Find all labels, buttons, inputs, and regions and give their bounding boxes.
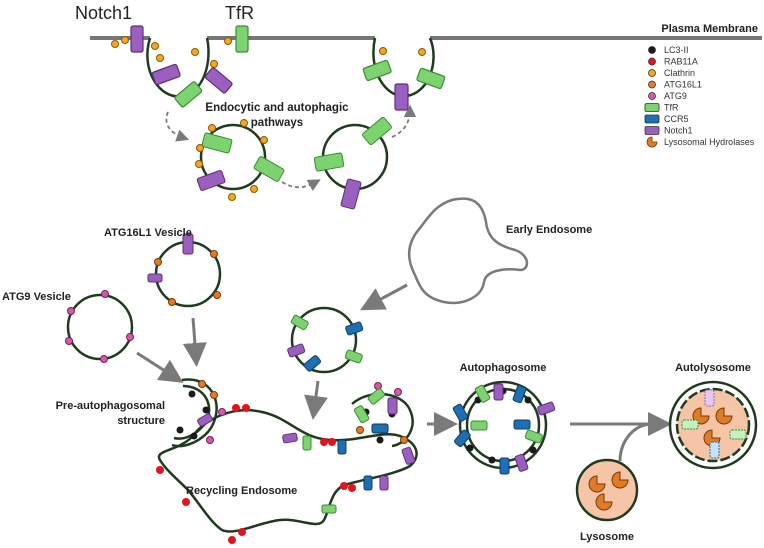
label-pathways: pathways	[251, 117, 303, 129]
legend-label: ATG9	[664, 91, 687, 101]
membrane-proteins	[130, 25, 446, 111]
label-atg9-vesicle: ATG9 Vesicle	[2, 291, 71, 303]
autophagosome	[452, 380, 556, 475]
atg9-vesicle	[65, 290, 134, 363]
endocytic-vesicle-left	[195, 119, 285, 201]
process-arrows	[136, 283, 672, 462]
pre-autophagosomal-structure	[171, 378, 226, 448]
label-recycling-endosome: Recycling Endosome	[186, 485, 297, 497]
legend-swatch-notch1	[644, 126, 660, 135]
label-endocytic: Endocytic and autophagic	[205, 102, 349, 114]
early-endosome	[408, 197, 529, 305]
legend-label: Lysosomal Hydrolases	[664, 137, 755, 147]
lysosome	[575, 458, 639, 522]
recycling-endosome-markers	[156, 382, 416, 544]
label-tfr: TfR	[225, 3, 254, 23]
legend-label: Clathrin	[664, 68, 695, 78]
label-notch1: Notch1	[75, 3, 132, 23]
label-atg16l1-vesicle: ATG16L1 Vesicle	[104, 227, 192, 239]
legend-label: Notch1	[664, 126, 693, 136]
label-autolysosome: Autolysosome	[675, 362, 751, 374]
label-pre-auto-1: Pre-autophagosomal	[56, 400, 165, 412]
legend-label: CCR5	[664, 114, 689, 124]
label-autophagosome: Autophagosome	[460, 362, 547, 374]
label-early-endosome: Early Endosome	[506, 224, 592, 236]
legend-swatch-rab11a	[648, 57, 656, 66]
legend-swatch-ccr5	[644, 114, 660, 124]
legend-swatch-clathrin	[648, 69, 656, 77]
legend-label: ATG16L1	[664, 80, 702, 90]
legend-swatch-lc3-ii	[648, 46, 656, 54]
legend: LC3-II RAB11AClathrinATG16L1ATG9TfRCCR5No…	[644, 45, 755, 148]
autolysosome	[668, 380, 758, 470]
legend-swatch-atg16l1	[648, 80, 656, 89]
legend-label: RAB11A	[664, 57, 698, 67]
legend-label: TfR	[664, 103, 679, 113]
atg16l1-vesicle	[147, 233, 222, 308]
legend-swatch-lysosomal-hydrolases	[646, 136, 658, 148]
endocytic-vesicle-right	[313, 116, 392, 210]
legend-label: LC3-II	[664, 45, 689, 55]
label-plasma-membrane: Plasma Membrane	[661, 23, 758, 35]
endocytic-dashed-arrows	[165, 104, 417, 191]
legend-swatch-tfr	[644, 103, 660, 112]
legend-swatch-atg9	[648, 92, 656, 100]
label-pre-auto-2: structure	[117, 415, 165, 427]
endosome-vesicle	[287, 306, 364, 374]
label-lysosome: Lysosome	[580, 531, 634, 543]
